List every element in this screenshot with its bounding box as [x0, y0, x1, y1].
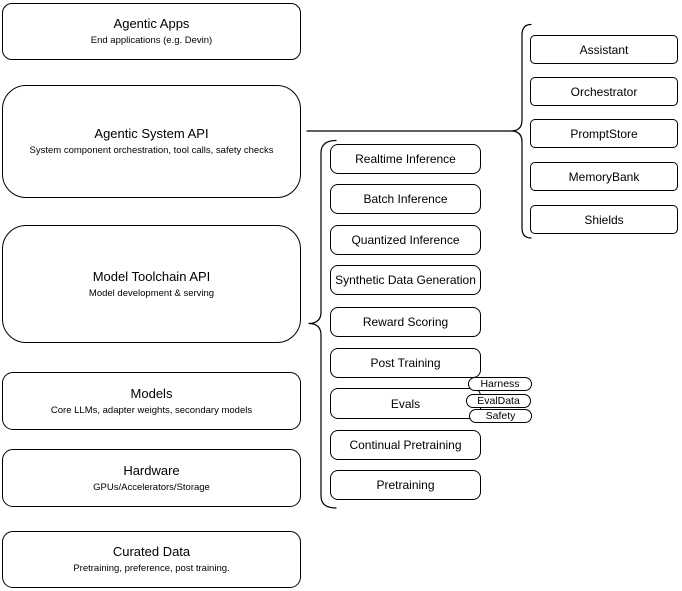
node-shields-label: Shields — [584, 212, 624, 227]
node-realtime-inference: Realtime Inference — [330, 144, 481, 174]
node-orchestrator-label: Orchestrator — [570, 84, 638, 99]
box-agentic-system-api: Agentic System API System component orch… — [2, 85, 301, 198]
box-models-title: Models — [130, 385, 173, 401]
node-evals: Evals — [330, 388, 481, 419]
tag-harness-label: Harness — [480, 377, 520, 390]
node-continual-pretraining: Continual Pretraining — [330, 430, 481, 460]
box-models: Models Core LLMs, adapter weights, secon… — [2, 372, 301, 430]
box-model-toolchain-api: Model Toolchain API Model development & … — [2, 225, 301, 343]
box-agentic-system-api-title: Agentic System API — [94, 126, 209, 141]
brace-toolchain-group — [308, 139, 337, 509]
node-quantized-inference: Quantized Inference — [330, 225, 481, 255]
node-orchestrator: Orchestrator — [530, 77, 678, 106]
node-promptstore-label: PromptStore — [570, 126, 638, 141]
node-promptstore: PromptStore — [530, 119, 678, 148]
node-reward-scoring-label: Reward Scoring — [362, 315, 449, 329]
node-batch-inference-label: Batch Inference — [363, 192, 448, 206]
box-curated-data-title: Curated Data — [112, 544, 191, 559]
node-synthetic-data-generation: Synthetic Data Generation — [330, 265, 481, 295]
node-pretraining-label: Pretraining — [376, 478, 435, 492]
tag-evaldata: EvalData — [466, 394, 531, 408]
node-memorybank: MemoryBank — [530, 162, 678, 191]
box-model-toolchain-api-subtitle: Model development & serving — [88, 287, 215, 299]
node-realtime-inference-label: Realtime Inference — [355, 152, 456, 166]
node-reward-scoring: Reward Scoring — [330, 307, 481, 337]
node-synthetic-data-generation-label: Synthetic Data Generation — [335, 273, 476, 287]
box-curated-data: Curated Data Pretraining, preference, po… — [2, 531, 301, 588]
tag-evaldata-label: EvalData — [477, 394, 520, 407]
box-hardware-title: Hardware — [123, 462, 180, 478]
box-models-subtitle: Core LLMs, adapter weights, secondary mo… — [50, 404, 253, 416]
tag-safety-label: Safety — [485, 409, 516, 422]
node-pretraining: Pretraining — [330, 470, 481, 500]
node-continual-pretraining-label: Continual Pretraining — [349, 438, 462, 452]
tag-harness: Harness — [468, 377, 532, 391]
node-evals-label: Evals — [390, 396, 421, 411]
node-post-training-label: Post Training — [370, 356, 441, 370]
brace-system-group — [510, 23, 532, 239]
box-agentic-apps: Agentic Apps End applications (e.g. Devi… — [2, 3, 301, 60]
node-quantized-inference-label: Quantized Inference — [351, 233, 460, 247]
node-memorybank-label: MemoryBank — [568, 169, 640, 184]
node-batch-inference: Batch Inference — [330, 184, 481, 214]
box-curated-data-subtitle: Pretraining, preference, post training. — [73, 563, 230, 574]
node-post-training: Post Training — [330, 348, 481, 378]
box-model-toolchain-api-title: Model Toolchain API — [92, 268, 211, 284]
box-agentic-apps-subtitle: End applications (e.g. Devin) — [90, 35, 213, 46]
box-hardware-subtitle: GPUs/Accelerators/Storage — [93, 481, 210, 493]
node-assistant-label: Assistant — [579, 42, 629, 57]
box-agentic-apps-title: Agentic Apps — [113, 16, 190, 31]
box-hardware: Hardware GPUs/Accelerators/Storage — [2, 449, 301, 507]
tag-safety: Safety — [469, 409, 532, 423]
box-agentic-system-api-subtitle: System component orchestration, tool cal… — [29, 145, 274, 156]
node-assistant: Assistant — [530, 35, 678, 64]
node-shields: Shields — [530, 205, 678, 234]
